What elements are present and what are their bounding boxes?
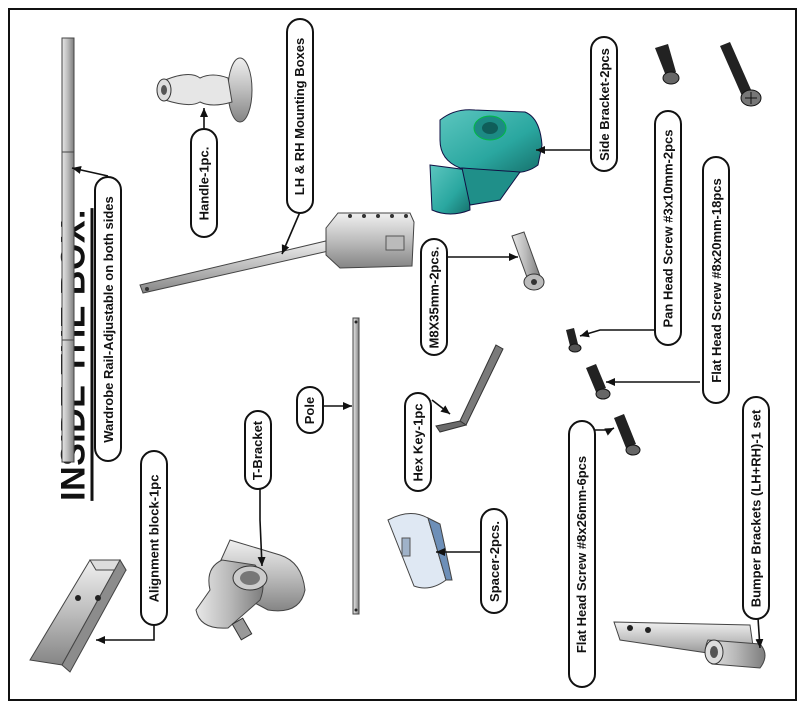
label-alignment-block: Alignment block-1pc xyxy=(140,450,168,626)
label-flat-head-screw-26: Flat Head Screw #8x26mm-6pcs xyxy=(568,420,596,688)
spacer-illustration xyxy=(387,513,453,589)
flat-head-screw-26-illustration xyxy=(614,414,641,456)
arrow-pan-head-screw xyxy=(579,329,668,338)
pan-head-screw-illustration-small xyxy=(566,328,582,353)
arrow-mounting-box xyxy=(281,211,301,255)
pan-head-screw-illustration-top xyxy=(655,44,680,85)
arrow-wardrobe-rail xyxy=(71,166,109,177)
alignment-block-illustration xyxy=(29,558,127,673)
arrow-t-bracket xyxy=(257,482,266,567)
label-hex-key: Hex Key-1pc xyxy=(404,392,432,492)
flat-head-screw-20-illustration xyxy=(586,364,611,400)
label-t-bracket: T-Bracket xyxy=(244,410,272,490)
label-pole: Pole xyxy=(296,386,324,434)
t-bracket-illustration xyxy=(195,539,306,641)
arrow-hex-key xyxy=(431,399,451,415)
pole-illustration xyxy=(352,317,360,615)
label-side-bracket: Side Bracket-2pcs xyxy=(590,36,618,172)
arrow-alignment-block xyxy=(96,625,155,644)
mounting-box-illustration xyxy=(139,212,415,294)
label-mounting-boxes: LH & RH Mounting Boxes xyxy=(286,18,314,214)
side-bracket-illustration xyxy=(429,109,543,215)
page-border xyxy=(8,8,797,701)
bumper-brackets-illustration xyxy=(613,621,766,669)
arrow-bumper-brackets xyxy=(755,617,764,649)
label-m8-bolt: M8X35mm-2pcs. xyxy=(420,238,448,356)
m8-bolt-illustration xyxy=(511,231,545,291)
label-handle: Handle-1pc. xyxy=(190,128,218,238)
label-flat-head-screw-20: Flat Head Screw #8x20mm-18pcs xyxy=(702,156,730,404)
label-spacer: Spacer-2pcs. xyxy=(480,508,508,614)
hex-key-illustration xyxy=(435,344,504,433)
label-pan-head-screw: Pan Head Screw #3x10mm-2pcs xyxy=(654,110,682,346)
label-wardrobe-rail: Wardrobe Rail-Adjustable on both sides xyxy=(94,176,122,462)
label-bumper-brackets: Bumper Brackets (LH+RH)-1 set xyxy=(742,396,770,620)
flat-head-screw-illustration-top xyxy=(720,42,762,107)
handle-illustration xyxy=(156,57,253,123)
wardrobe-rail-illustration xyxy=(61,37,75,463)
